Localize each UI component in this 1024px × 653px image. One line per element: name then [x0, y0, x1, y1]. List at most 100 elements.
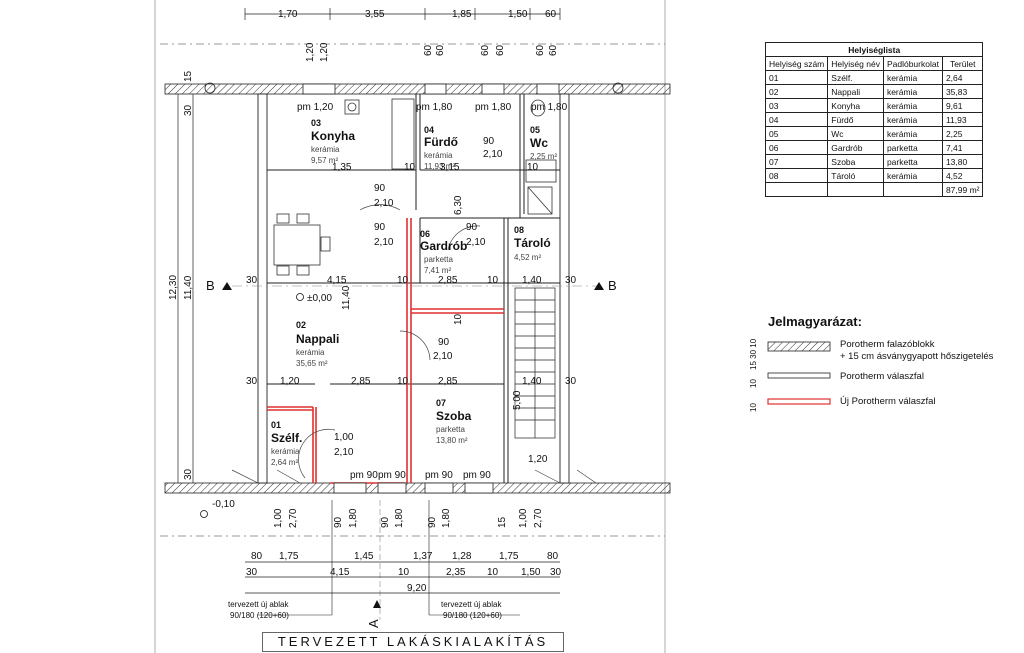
room-06: 06 Gardrób parketta 7,41 m²	[420, 229, 467, 275]
bottom-dimension-chain-2: 30 4,15 10 2,35 10 1,50 30	[245, 567, 562, 578]
svg-text:1,80: 1,80	[441, 508, 452, 528]
svg-text:10: 10	[487, 567, 499, 578]
svg-text:1,50: 1,50	[521, 567, 541, 578]
svg-text:2,85: 2,85	[438, 275, 458, 286]
window-note-left: tervezett új ablak 90/180 (120+60)	[228, 500, 333, 620]
legend-item-block-label: Porotherm falazóblokk	[840, 339, 935, 350]
legend-item-partition: Porotherm válaszfal	[840, 371, 924, 382]
svg-text:30: 30	[246, 376, 258, 387]
svg-text:90: 90	[483, 136, 495, 147]
svg-text:2,35: 2,35	[446, 567, 466, 578]
svg-text:1,20: 1,20	[319, 42, 330, 62]
svg-text:2,10: 2,10	[374, 237, 394, 248]
svg-text:Gardrób: Gardrób	[420, 239, 467, 253]
room-03: 03 Konyha kerámia 9,57 m²	[311, 118, 355, 165]
svg-text:10: 10	[453, 313, 464, 325]
svg-text:90: 90	[374, 183, 386, 194]
svg-text:90/180 (120+60): 90/180 (120+60)	[443, 611, 502, 620]
svg-text:3,15: 3,15	[440, 162, 460, 173]
level-floor-marker	[296, 293, 304, 301]
svg-text:30: 30	[246, 567, 258, 578]
svg-text:7,41 m²: 7,41 m²	[424, 266, 451, 275]
level-outside-marker	[200, 510, 208, 518]
svg-text:2,70: 2,70	[533, 508, 544, 528]
svg-text:10: 10	[749, 379, 758, 388]
svg-text:2,10: 2,10	[483, 149, 503, 160]
svg-text:10: 10	[397, 275, 409, 286]
section-a-marker	[373, 600, 381, 608]
svg-text:9,57 m²: 9,57 m²	[311, 156, 338, 165]
svg-text:parketta: parketta	[424, 255, 453, 264]
opening-top-3: pm 1,80	[475, 102, 512, 113]
svg-text:1,20: 1,20	[280, 376, 300, 387]
svg-text:2,70: 2,70	[288, 508, 299, 528]
svg-text:60: 60	[495, 44, 506, 56]
drawing-title: TERVEZETT LAKÁSKIALAKÍTÁS	[262, 632, 564, 652]
svg-text:15 30 10: 15 30 10	[749, 338, 758, 370]
svg-text:1,20: 1,20	[528, 454, 548, 465]
svg-text:90: 90	[438, 337, 450, 348]
svg-text:90: 90	[380, 516, 391, 528]
svg-text:15: 15	[183, 70, 194, 82]
bottom-vertical-dims: 1,00 2,70 90 1,80 90 1,80 90 1,80 15 1,0…	[273, 508, 544, 528]
svg-text:2,25 m²: 2,25 m²	[530, 152, 557, 161]
svg-text:1,45: 1,45	[354, 551, 374, 562]
svg-text:1,40: 1,40	[522, 376, 542, 387]
opening-top-4: pm 1,80	[531, 102, 568, 113]
outer-walls	[164, 83, 671, 494]
svg-text:1,37: 1,37	[413, 551, 433, 562]
section-b-right: B	[608, 278, 617, 293]
svg-text:60: 60	[423, 44, 434, 56]
bottom-windows	[333, 482, 494, 494]
svg-text:04: 04	[424, 125, 434, 135]
level-outside: -0,10	[212, 499, 235, 510]
opening-bottom-1: pm 90	[350, 470, 378, 481]
top-vertical-dims: 1,20 1,20 60 60 60 60 60 60	[305, 42, 559, 62]
dim-top-2: 3,55	[365, 9, 385, 20]
top-windows	[204, 82, 624, 95]
svg-text:5,00: 5,00	[512, 390, 523, 410]
legend-title: Jelmagyarázat:	[768, 314, 862, 329]
svg-text:2,10: 2,10	[334, 447, 354, 458]
col-header-name: Helyiség név	[827, 56, 884, 71]
svg-text:4,15: 4,15	[330, 567, 350, 578]
svg-text:Szoba: Szoba	[436, 409, 472, 423]
svg-text:90: 90	[333, 516, 344, 528]
svg-text:kerámia: kerámia	[311, 145, 340, 154]
opening-bottom-3: pm 90	[425, 470, 453, 481]
svg-text:10: 10	[749, 403, 758, 412]
svg-text:Konyha: Konyha	[311, 129, 355, 143]
svg-text:60: 60	[480, 44, 491, 56]
room-05: 05 Wc 2,25 m²	[530, 125, 557, 161]
svg-text:Szélf.: Szélf.	[271, 431, 302, 445]
left-vertical-dims: 12,30 11,40 30 30 15	[168, 70, 194, 483]
svg-text:30: 30	[550, 567, 562, 578]
svg-text:1,35: 1,35	[332, 162, 352, 173]
svg-text:4,15: 4,15	[327, 275, 347, 286]
svg-text:2,10: 2,10	[374, 198, 394, 209]
svg-text:13,80 m²: 13,80 m²	[436, 436, 468, 445]
svg-text:Wc: Wc	[530, 136, 548, 150]
svg-text:1,75: 1,75	[279, 551, 299, 562]
svg-text:06: 06	[420, 229, 430, 239]
svg-text:kerámia: kerámia	[296, 348, 325, 357]
doors	[231, 204, 597, 484]
legend-symbols: 15 30 10 10 10	[749, 338, 831, 412]
svg-text:30: 30	[183, 104, 194, 116]
window-note-right: tervezett új ablak 90/180 (120+60)	[428, 500, 520, 620]
dining-table	[273, 213, 331, 276]
svg-text:90/180 (120+60): 90/180 (120+60)	[230, 611, 289, 620]
svg-text:2,10: 2,10	[466, 237, 486, 248]
svg-text:08: 08	[514, 225, 524, 235]
svg-text:1,80: 1,80	[394, 508, 405, 528]
svg-text:1,80: 1,80	[348, 508, 359, 528]
room-list-table: Helyiséglista Helyiség szám Helyiség név…	[764, 42, 984, 197]
section-b-left-marker	[222, 282, 232, 290]
table-caption: Helyiséglista	[764, 42, 984, 57]
